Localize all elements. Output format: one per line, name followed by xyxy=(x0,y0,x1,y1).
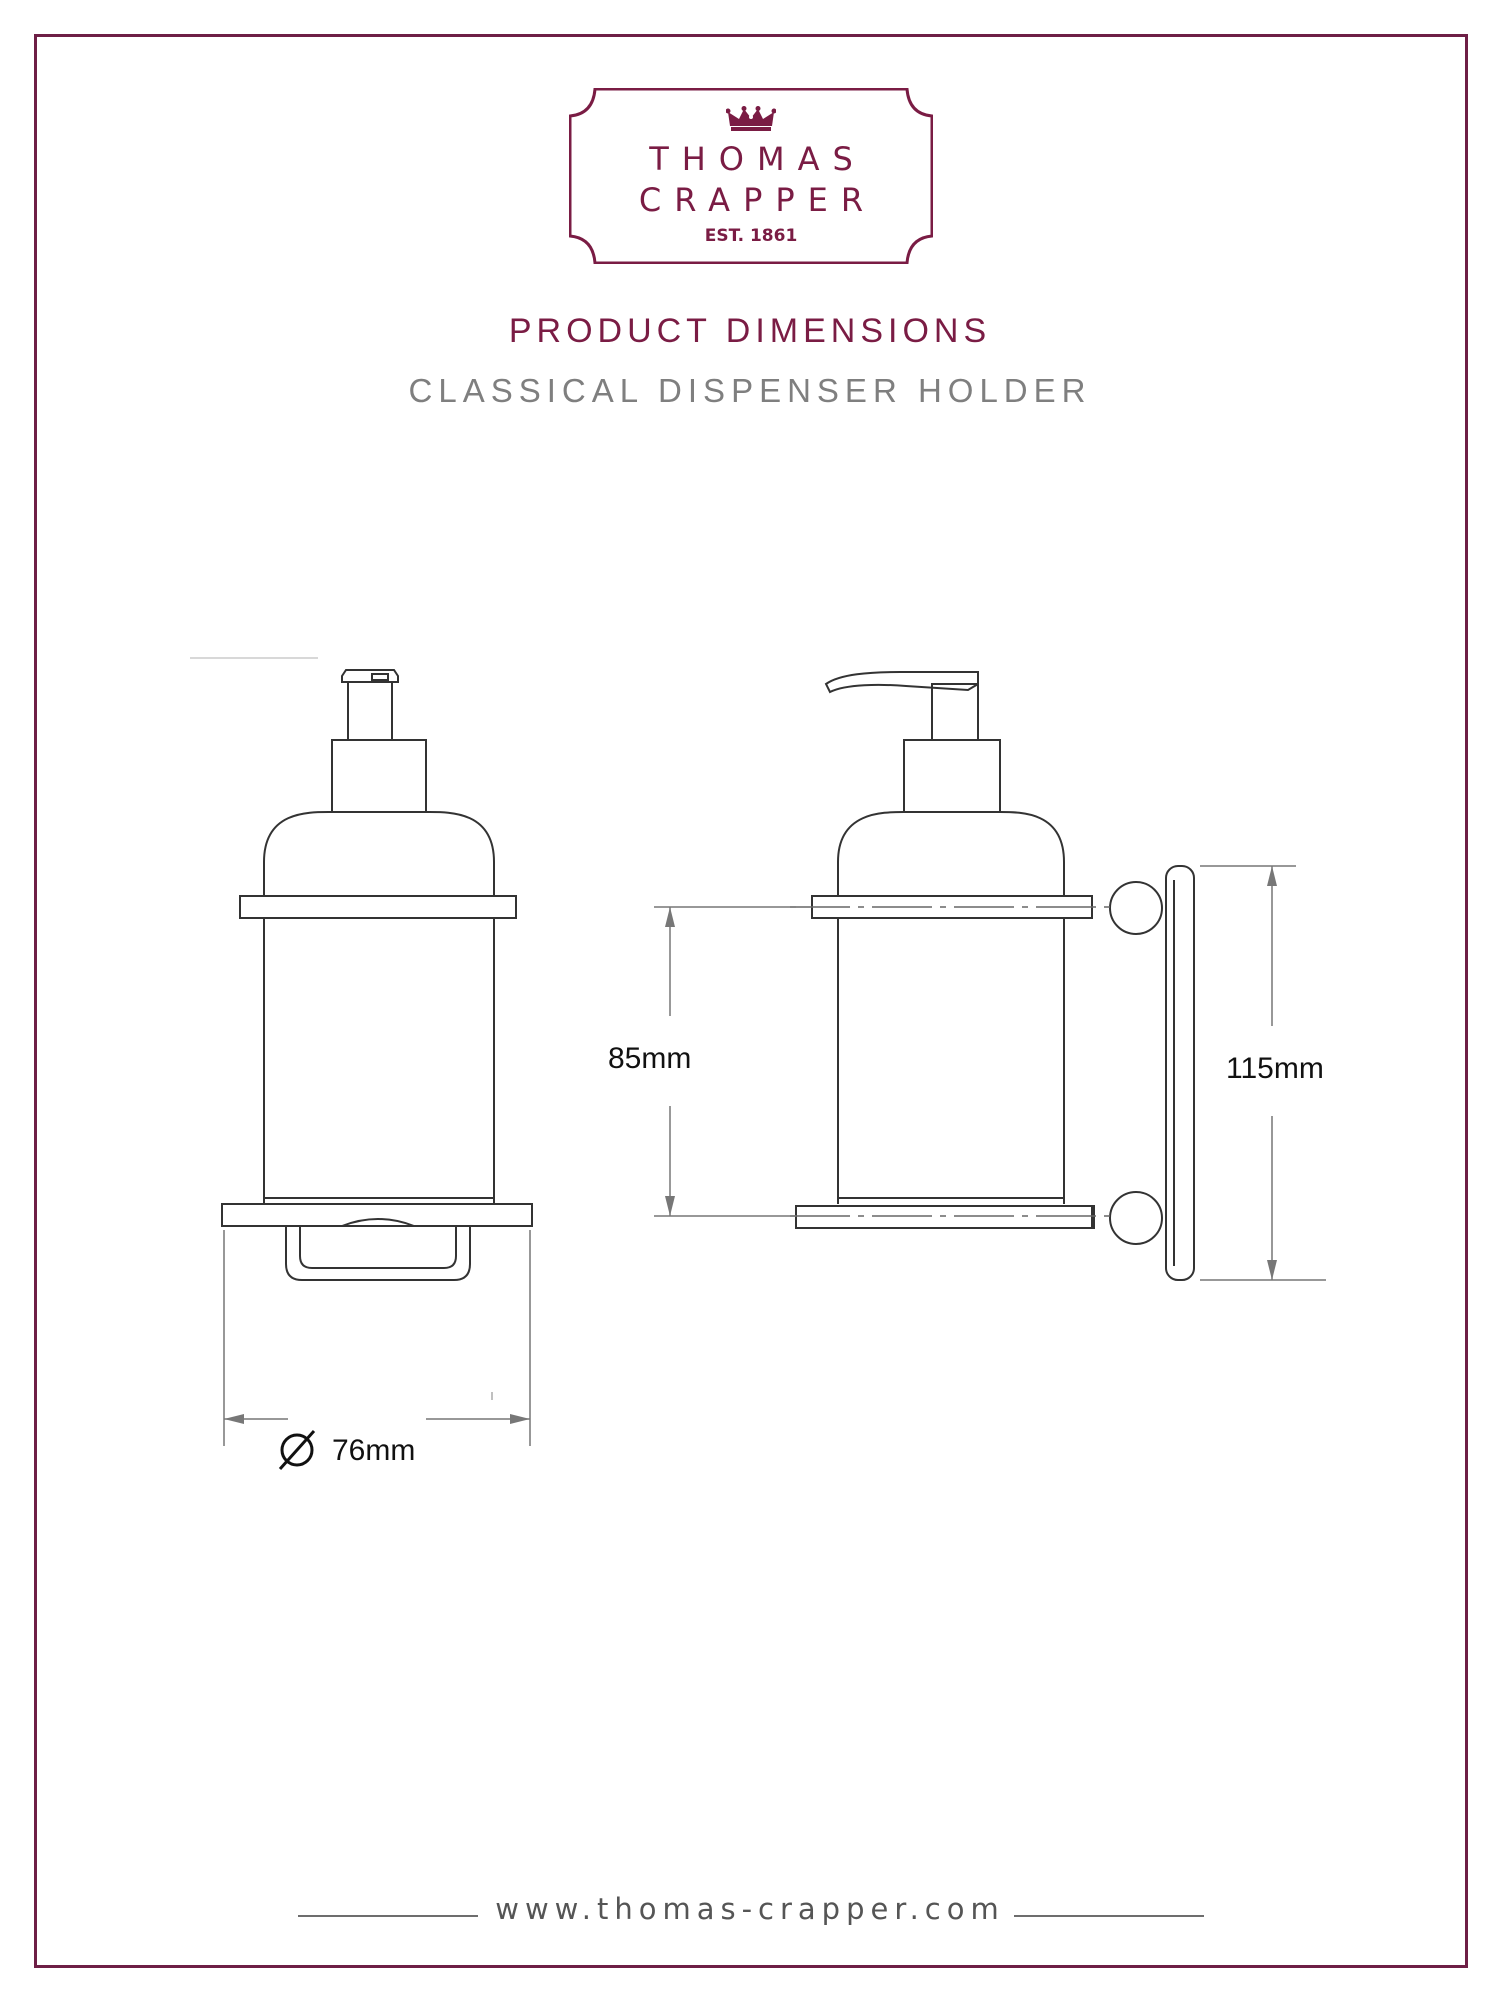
bracket-loop-outer xyxy=(285,1226,471,1281)
bottle-cap xyxy=(331,739,427,813)
crown-icon xyxy=(726,106,776,131)
front-view xyxy=(190,657,533,1281)
top-mount-knob xyxy=(1109,881,1163,935)
height-label: 115mm xyxy=(1226,1052,1324,1085)
spacing-label: 85mm xyxy=(608,1042,692,1075)
side-view xyxy=(795,671,1195,1281)
bracket-clip xyxy=(341,1218,415,1227)
pump-neck xyxy=(347,681,393,741)
diameter-symbol-icon xyxy=(278,1429,316,1471)
brand-logo: THOMAS CRAPPER EST. 1861 xyxy=(569,88,933,264)
diameter-label: 76mm xyxy=(332,1434,416,1467)
side-bottle-shoulder xyxy=(837,811,1065,896)
pump-spout xyxy=(824,671,979,694)
brand-name-line2: CRAPPER xyxy=(638,181,877,219)
side-bottom-tray xyxy=(795,1205,1095,1229)
bottle-shoulder xyxy=(263,810,495,896)
pump-head-detail xyxy=(371,673,389,681)
bracket-loop-inner xyxy=(299,1226,457,1269)
page-title: PRODUCT DIMENSIONS xyxy=(508,312,992,350)
wall-backplate xyxy=(1165,865,1195,1281)
brand-name-line1: THOMAS xyxy=(649,140,866,178)
bottom-tray xyxy=(221,1203,533,1227)
height-dimension xyxy=(1200,865,1326,1281)
footer-rule-left xyxy=(298,1915,478,1917)
brand-established: EST. 1861 xyxy=(704,226,798,246)
page-border xyxy=(34,34,1468,1968)
bottom-mount-knob xyxy=(1109,1191,1163,1245)
side-pump-neck xyxy=(931,683,979,741)
website-link[interactable]: www.thomas-crapper.com xyxy=(495,1892,1005,1926)
top-ring xyxy=(239,895,517,919)
logo-frame xyxy=(569,88,933,264)
side-bottle-cap xyxy=(903,739,1001,813)
spacing-dimension xyxy=(654,906,796,1217)
footer-rule-right xyxy=(1014,1915,1204,1917)
pump-head xyxy=(341,669,399,683)
centerlines xyxy=(790,906,1110,1217)
product-name: CLASSICAL DISPENSER HOLDER xyxy=(408,372,1092,409)
diameter-dimension xyxy=(223,1230,531,1446)
